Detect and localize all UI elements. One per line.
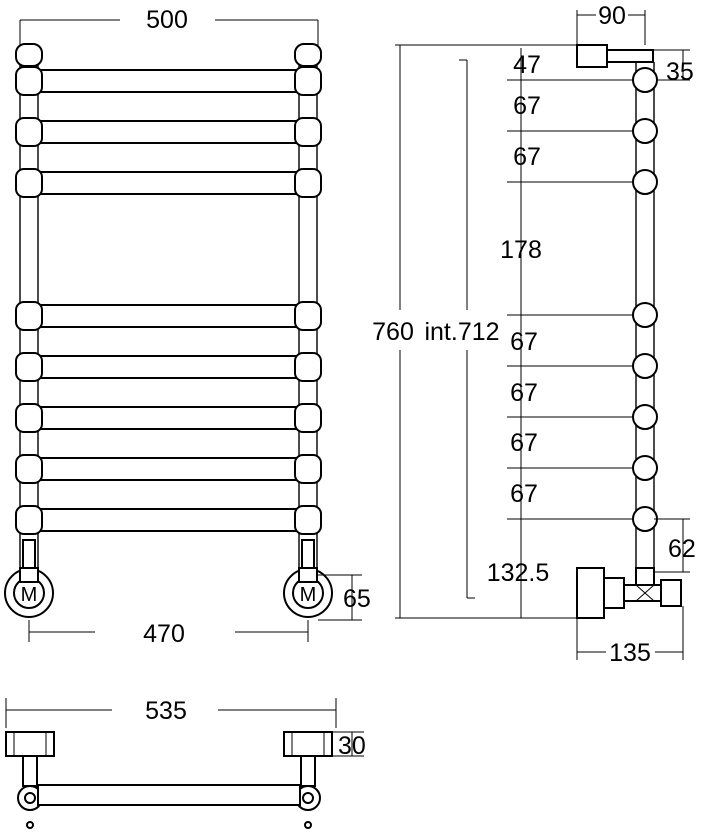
- dim-top-depth: 30: [338, 732, 366, 760]
- bar-section-7: [632, 455, 658, 481]
- bar-section-4: [632, 302, 658, 328]
- spacing-5: 67: [510, 328, 538, 356]
- bar-section-5: [632, 353, 658, 379]
- dim-width-top: 500: [146, 6, 188, 34]
- spacing-2: 67: [513, 92, 541, 120]
- dim-total-height: 760: [372, 318, 414, 346]
- dim-width-bottom: 470: [143, 620, 185, 648]
- dim-bottom-gap: 62: [668, 535, 696, 563]
- spacing-3: 67: [513, 143, 541, 171]
- top-view-bar: [37, 784, 301, 806]
- left-valve: M: [4, 539, 54, 618]
- bar-2: [15, 117, 322, 147]
- bar-1: [15, 66, 322, 96]
- side-view: 90 35 47 67 67 178: [372, 2, 696, 667]
- right-top-bracket: [283, 731, 333, 829]
- left-valve-logo: M: [21, 584, 38, 606]
- bottom-wall-connection: [576, 567, 682, 619]
- bar-3: [15, 168, 322, 198]
- dim-interaxis: int.712: [424, 318, 499, 346]
- bar-8: [15, 505, 322, 535]
- spacing-1: 47: [513, 51, 541, 79]
- bar-4: [15, 301, 322, 331]
- top-view: 535 30: [5, 697, 366, 829]
- bar-section-3: [632, 169, 658, 195]
- right-top-cap: [294, 43, 322, 67]
- bar-7: [15, 454, 322, 484]
- spacing-8: 67: [510, 480, 538, 508]
- dim-offset-top: 35: [666, 58, 694, 86]
- spacing-4: 178: [500, 236, 542, 264]
- left-top-cap: [15, 43, 43, 67]
- front-view: 500: [4, 6, 371, 648]
- bar-section-8: [632, 506, 658, 532]
- spacing-7: 67: [510, 429, 538, 457]
- dim-top-width: 535: [145, 697, 187, 725]
- top-wall-bracket: [576, 44, 608, 68]
- right-valve: M: [283, 539, 333, 618]
- bar-section-2: [632, 118, 658, 144]
- bar-section-1: [632, 67, 658, 93]
- dim-valve-height: 65: [343, 585, 371, 613]
- bar-5: [15, 352, 322, 382]
- dim-depth-top: 90: [598, 2, 626, 30]
- left-top-bracket: [5, 731, 55, 829]
- dim-base-height: 132.5: [487, 559, 550, 587]
- bar-section-6: [632, 404, 658, 430]
- right-valve-logo: M: [300, 584, 317, 606]
- spacing-6: 67: [510, 379, 538, 407]
- top-bracket-arm: [606, 49, 654, 63]
- bar-6: [15, 403, 322, 433]
- dim-depth-bottom: 135: [609, 639, 651, 667]
